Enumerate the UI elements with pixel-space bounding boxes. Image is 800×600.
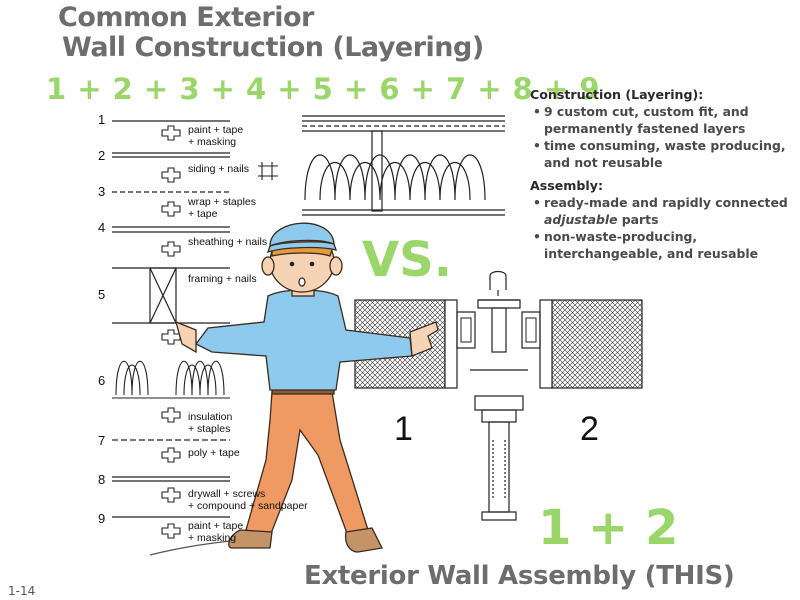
panel-label-2: 2 xyxy=(580,410,599,448)
construction-heading: Construction (Layering): xyxy=(530,87,704,102)
layer-lines xyxy=(112,120,230,518)
step-number: 3 xyxy=(98,184,106,199)
step-note: insulation+ staples xyxy=(188,411,233,435)
assembly-equation: 1 + 2 xyxy=(538,500,679,556)
plus-fastener-icon xyxy=(161,125,181,539)
assembly-heading: Assembly: xyxy=(530,178,603,193)
assembly-item: ready-made and rapidly connected adjusta… xyxy=(530,194,795,228)
step-note: drywall + screws+ compound + sandpaper xyxy=(188,488,308,512)
person-illustration xyxy=(149,222,439,556)
assembly-item: non-waste-producing, interchangeable, an… xyxy=(530,228,795,262)
step-note: siding + nails xyxy=(188,163,249,175)
wall-section xyxy=(302,115,505,216)
step-note: paint + tape+ masking xyxy=(188,520,244,544)
title-line-1: Common Exterior xyxy=(58,2,314,33)
footer-title: Exterior Wall Assembly (THIS) xyxy=(304,561,735,591)
title-line-2: Wall Construction (Layering) xyxy=(62,32,484,63)
versus-label: VS. xyxy=(362,232,452,288)
step-note: poly + tape xyxy=(188,447,240,459)
step-number: 1 xyxy=(98,112,106,127)
step-number: 9 xyxy=(98,511,106,526)
step-note: framing + nails xyxy=(188,273,257,285)
step-number: 5 xyxy=(98,287,106,302)
page-number: 1-14 xyxy=(8,584,36,598)
step-number: 2 xyxy=(98,148,106,163)
step-number: 8 xyxy=(98,472,106,487)
step-number: 4 xyxy=(98,220,106,235)
step-note: paint + tape+ masking xyxy=(188,124,244,148)
construction-item: 9 custom cut, custom fit, and permanentl… xyxy=(530,103,795,137)
panel-label-1: 1 xyxy=(394,410,413,448)
step-number: 7 xyxy=(98,433,106,448)
comparison-notes: Construction (Layering): 9 custom cut, c… xyxy=(530,86,795,268)
step-note: sheathing + nails xyxy=(188,236,268,248)
layer-sequence: 1 + 2 + 3 + 4 + 5 + 6 + 7 + 8 + 9 xyxy=(46,72,601,106)
nail-icon xyxy=(258,162,278,180)
assembly-panel-2 xyxy=(521,299,643,389)
construction-item: time consuming, waste producing, and not… xyxy=(530,137,795,171)
step-note: wrap + staples+ tape xyxy=(188,196,256,220)
insulation-loops xyxy=(112,360,230,399)
step-number: 6 xyxy=(98,373,106,388)
connector-parts xyxy=(470,270,528,521)
